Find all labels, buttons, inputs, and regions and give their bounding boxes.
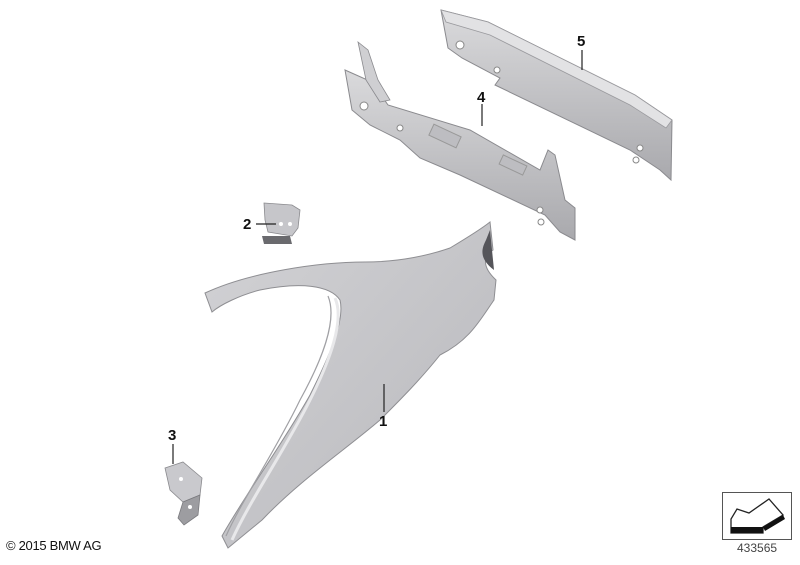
arrow-back-icon	[730, 498, 785, 534]
part-5-crossmember[interactable]	[440, 9, 673, 182]
callout-3[interactable]: 3	[168, 427, 177, 444]
callout-2[interactable]: 2	[243, 216, 252, 233]
back-navigation-button[interactable]	[722, 492, 792, 540]
leader-lines	[172, 50, 583, 464]
diagram-code: 433565	[737, 541, 778, 555]
callout-5[interactable]: 5	[577, 33, 586, 50]
part-2-bracket[interactable]	[262, 202, 301, 244]
copyright-notice: © 2015 BMW AG	[6, 538, 102, 553]
part-3-bracket[interactable]	[164, 461, 203, 526]
callout-1[interactable]: 1	[379, 413, 388, 430]
part-4-inner-panel[interactable]	[344, 40, 576, 241]
part-1-side-panel[interactable]	[204, 221, 497, 549]
callout-4[interactable]: 4	[477, 89, 486, 106]
